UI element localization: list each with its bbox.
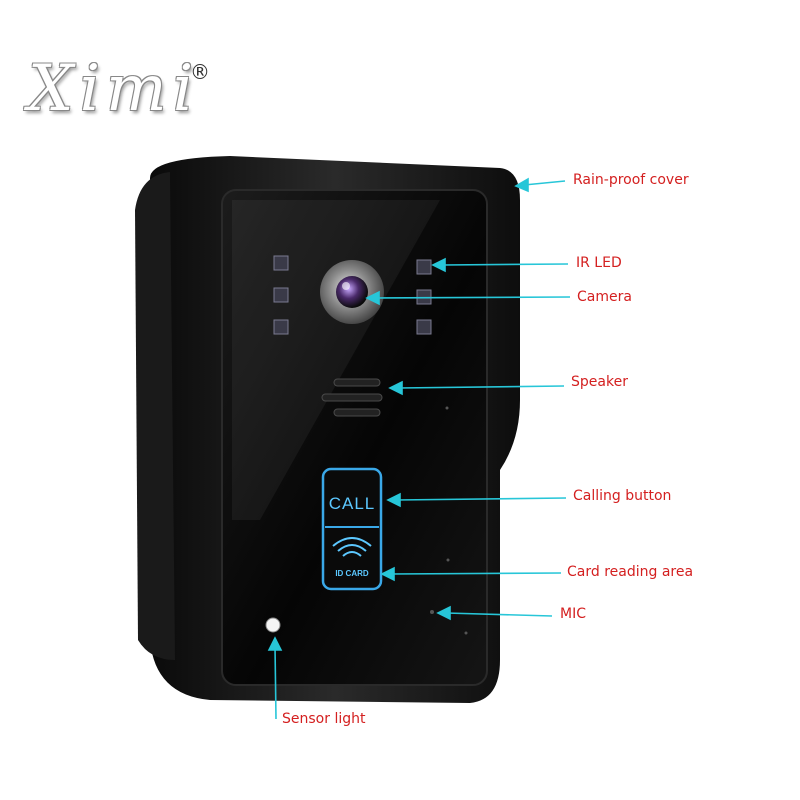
callout-arrows [267, 177, 571, 720]
id-card-label: ID CARD [335, 569, 369, 578]
label-mic: MIC [560, 606, 586, 622]
arrow-speaker [397, 385, 565, 389]
cover-side [135, 172, 175, 660]
speaker-grille [321, 378, 383, 417]
label-speaker: Speaker [571, 374, 628, 390]
front-panel [221, 189, 488, 686]
panel-dot [446, 558, 450, 562]
arrow-calling-button [395, 497, 567, 501]
ir-led [273, 287, 289, 303]
panel-dot [464, 631, 468, 635]
label-camera: Camera [577, 289, 632, 305]
label-card-reading-area: Card reading area [567, 564, 694, 580]
ir-led [416, 259, 432, 275]
label-rain-proof-cover: Rain-proof cover [573, 172, 689, 188]
call-button-frame [321, 467, 383, 591]
arrow-card-reading-area [389, 572, 562, 575]
ir-led [273, 255, 289, 271]
panel-dot [445, 406, 449, 410]
arrow-sensor-light [274, 645, 277, 720]
label-ir-led: IR LED [576, 255, 622, 271]
registered-mark: ® [190, 60, 210, 84]
ir-led [416, 319, 432, 335]
arrow-rain-proof-cover [523, 180, 566, 186]
brand-logo: Ximi [28, 52, 200, 126]
arrow-ir-led [441, 263, 569, 266]
arrow-camera [374, 296, 571, 299]
camera-lens-highlight [342, 282, 350, 290]
label-calling-button: Calling button [573, 488, 672, 504]
call-button-label: CALL [329, 494, 376, 513]
label-sensor-light: Sensor light [282, 711, 366, 727]
mic-hole [430, 610, 434, 614]
arrow-mic [445, 612, 553, 617]
rfid-icon [332, 537, 372, 557]
sensor-light [265, 617, 281, 633]
ir-led [273, 319, 289, 335]
camera-lens [336, 276, 368, 308]
panel-reflection [232, 200, 440, 520]
